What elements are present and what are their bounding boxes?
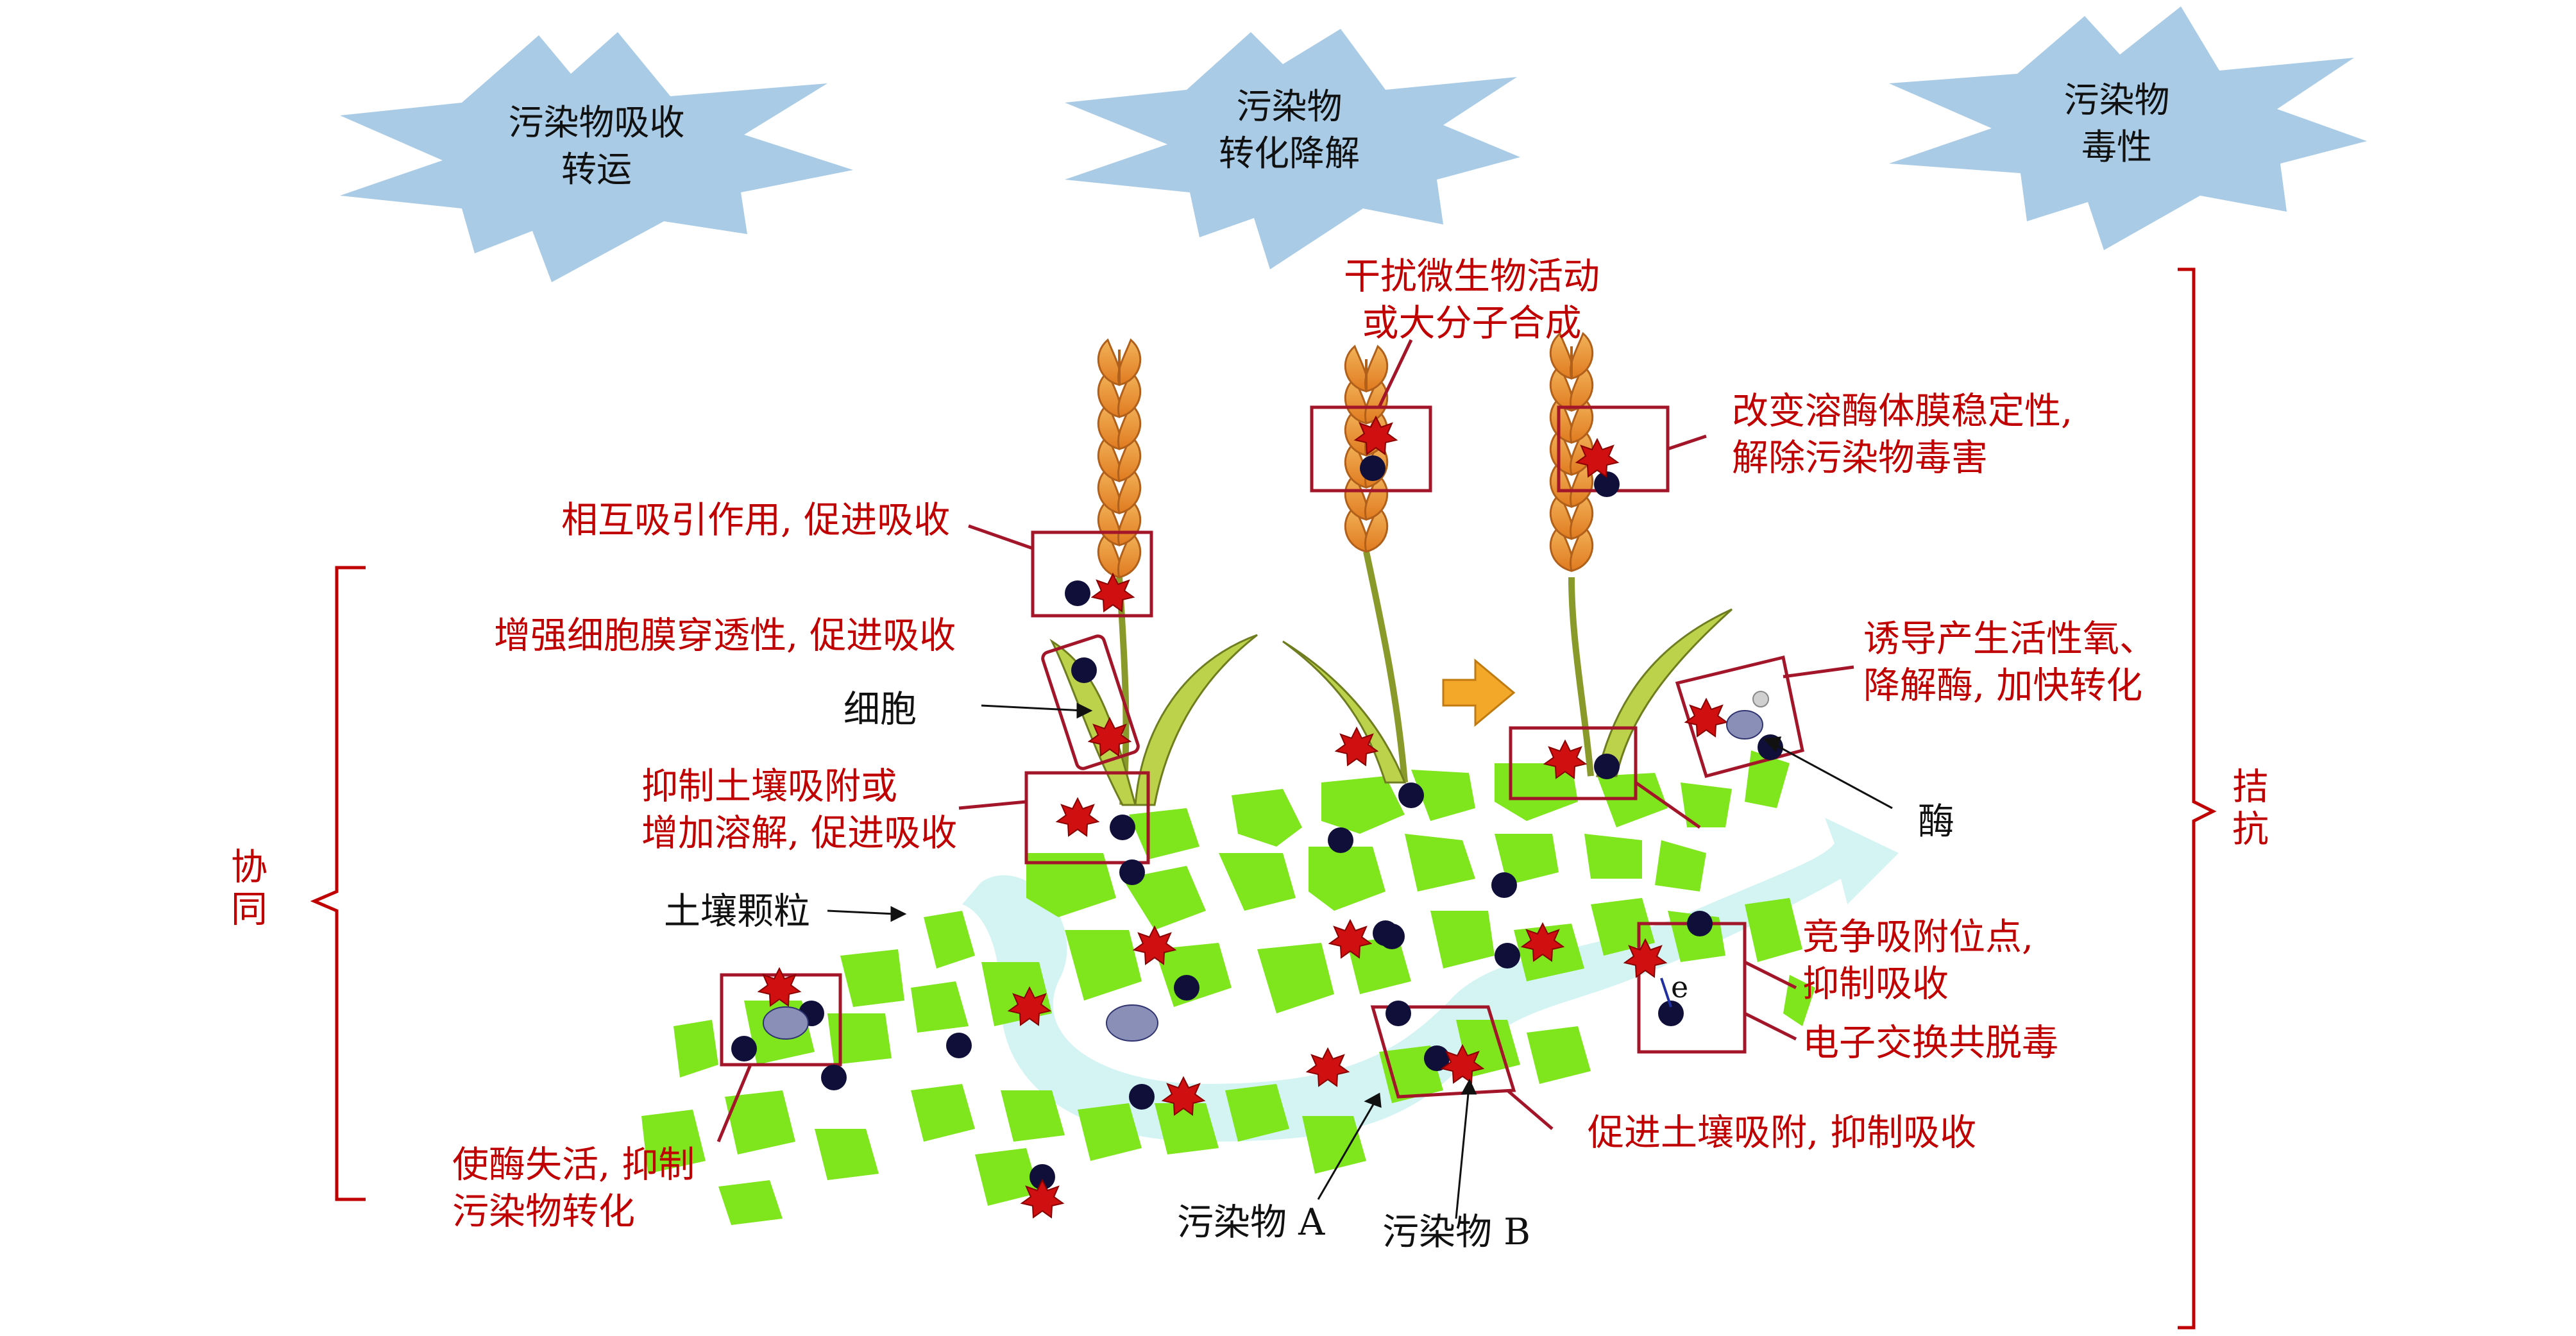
label-lysosome-l2: 解除污染物毒害 bbox=[1732, 436, 1988, 479]
star-label-absorption: 污染物吸收 转运 bbox=[507, 99, 686, 192]
star-label-transformation: 污染物 转化降解 bbox=[1206, 83, 1373, 176]
star-label-toxicity: 污染物 毒性 bbox=[2053, 77, 2181, 170]
label-compete-l2: 抑制吸收 bbox=[1802, 962, 1949, 1005]
label-microbe-l2: 或大分子合成 bbox=[1362, 301, 1582, 344]
star-label-transformation-l2: 转化降解 bbox=[1218, 132, 1360, 174]
star-label-transformation-l1: 污染物 bbox=[1236, 86, 1343, 127]
star-label-absorption-l2: 转运 bbox=[561, 148, 632, 190]
label-promote-soil: 促进土壤吸附, 抑制吸收 bbox=[1588, 1112, 1977, 1154]
label-compete: 竞争吸附位点, 抑制吸收 bbox=[1802, 914, 2033, 1008]
label-inhibit: 抑制土壤吸附或 增加溶解, 促进吸收 bbox=[641, 763, 957, 857]
soil-particles bbox=[641, 750, 1815, 1225]
label-pollutant-a: 污染物 A bbox=[1177, 1201, 1325, 1244]
label-antagonism: 拮 抗 bbox=[2232, 766, 2269, 850]
label-soil-particle: 土壤颗粒 bbox=[664, 890, 810, 933]
transition-arrow bbox=[1442, 658, 1516, 727]
label-lysosome: 改变溶酶体膜稳定性, 解除污染物毒害 bbox=[1732, 388, 2072, 482]
label-inhibit-l2: 增加溶解, 促进吸收 bbox=[641, 811, 958, 854]
label-synergy: 协 同 bbox=[231, 846, 267, 931]
label-enzyme-inactive-l1: 使酶失活, 抑制 bbox=[452, 1144, 695, 1186]
label-enzyme-inactive: 使酶失活, 抑制 污染物转化 bbox=[452, 1142, 695, 1235]
label-microbe: 干扰微生物活动 或大分子合成 bbox=[1344, 253, 1600, 347]
header-star-absorption bbox=[340, 32, 853, 282]
label-lysosome-l1: 改变溶酶体膜稳定性, bbox=[1732, 390, 2073, 432]
label-compete-l1: 竞争吸附位点, bbox=[1802, 916, 2034, 958]
star-label-toxicity-l2: 毒性 bbox=[2081, 126, 2152, 167]
label-e: e bbox=[1671, 970, 1689, 1004]
wheat-plant-2 bbox=[1282, 345, 1408, 784]
label-enzyme: 酶 bbox=[1918, 800, 1954, 843]
enzyme-clusters bbox=[763, 691, 1769, 1042]
electron-arrow bbox=[1660, 977, 1672, 1008]
label-membrane: 增强细胞膜穿透性, 促进吸收 bbox=[494, 614, 956, 657]
header-star-toxicity bbox=[1889, 6, 2367, 250]
label-microbe-l1: 干扰微生物活动 bbox=[1344, 255, 1600, 298]
label-electron: 电子交换共脱毒 bbox=[1802, 1022, 2058, 1064]
right-brace bbox=[2178, 267, 2217, 1330]
star-label-absorption-l1: 污染物吸收 bbox=[508, 102, 685, 143]
label-cell: 细胞 bbox=[843, 688, 917, 731]
star-label-toxicity-l1: 污染物 bbox=[2063, 80, 2170, 121]
label-ros-l1: 诱导产生活性氧、 bbox=[1863, 618, 2156, 660]
label-enzyme-inactive-l2: 污染物转化 bbox=[452, 1190, 635, 1233]
left-brace bbox=[310, 566, 366, 1201]
callout-boxes bbox=[716, 339, 1854, 1142]
label-attract: 相互吸引作用, 促进吸收 bbox=[561, 499, 951, 541]
header-star-transformation bbox=[1065, 29, 1520, 269]
wheat-plant-1 bbox=[1049, 339, 1258, 806]
label-ros: 诱导产生活性氧、 降解酶, 加快转化 bbox=[1863, 616, 2156, 709]
label-pollutant-b: 污染物 B bbox=[1382, 1211, 1531, 1253]
leader-arrows bbox=[827, 702, 1893, 1219]
label-inhibit-l1: 抑制土壤吸附或 bbox=[641, 765, 897, 808]
label-ros-l2: 降解酶, 加快转化 bbox=[1863, 664, 2143, 707]
